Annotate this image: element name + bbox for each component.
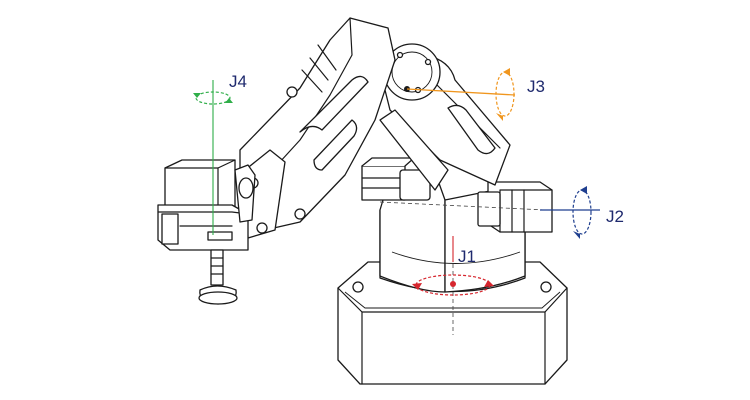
right-motor [477, 181, 553, 233]
robot-base [337, 261, 568, 385]
j3-label: J3 [527, 77, 545, 96]
j3-axis [406, 68, 516, 121]
j4-label: J4 [229, 72, 247, 91]
j2-label: J2 [606, 207, 624, 226]
j1-label: J1 [458, 247, 476, 266]
left-motor [361, 157, 431, 201]
end-effector [157, 159, 256, 305]
j1-axis [412, 236, 494, 335]
j4-axis [193, 80, 233, 235]
j2-axis [379, 186, 600, 239]
